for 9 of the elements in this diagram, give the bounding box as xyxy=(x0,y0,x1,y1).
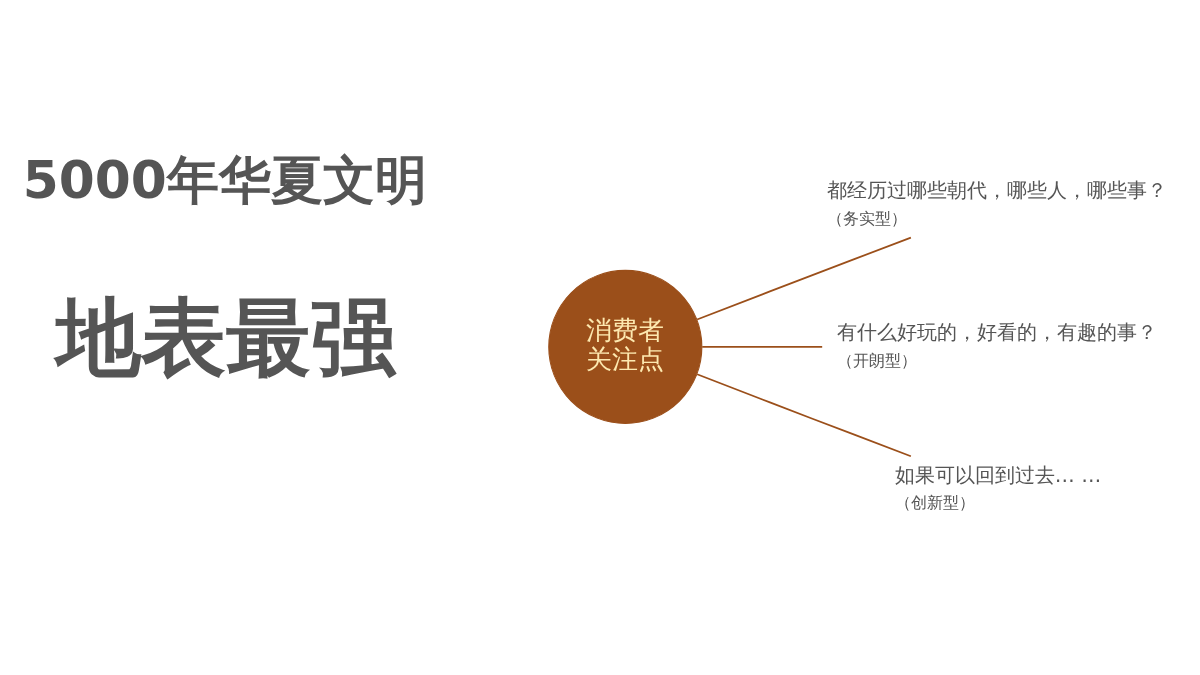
label: 地表最强 xyxy=(55,288,396,388)
node-text: 如果可以回到过去… … （创新型） xyxy=(894,462,1102,513)
label: 5000年华夏文明 xyxy=(22,149,427,210)
node-circle: 消费者关注点 xyxy=(548,269,703,424)
connector xyxy=(696,236,912,321)
node-text: 有什么好玩的，好看的，有趣的事？ （开朗型） xyxy=(837,320,1158,370)
connector xyxy=(696,373,912,458)
connector xyxy=(701,346,824,348)
node-text: 都经历过哪些朝代，哪些人，哪些事？ （务实型） xyxy=(826,177,1167,228)
